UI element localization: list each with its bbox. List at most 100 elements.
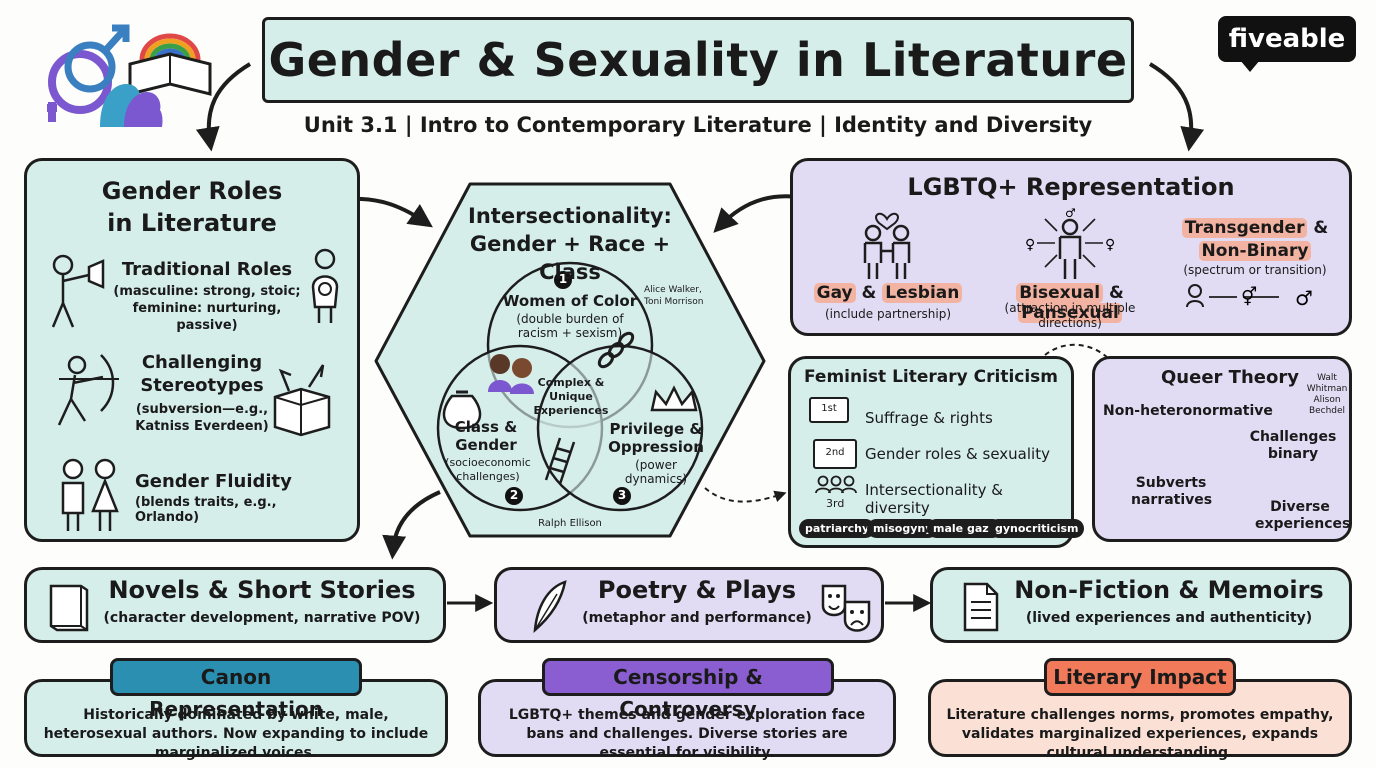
women-of-color-title: Women of Color <box>502 292 638 310</box>
feminist-title: Feminist Literary Criticism <box>803 367 1059 387</box>
poetry-desc: (metaphor and performance) <box>582 610 812 626</box>
amp-3: & <box>1313 218 1329 238</box>
svg-text:♀: ♀ <box>1105 237 1115 253</box>
intersection-center: Complex & Unique Experiences <box>533 376 609 417</box>
gender-fluidity-desc: (blends traits, e.g., Orlando) <box>135 495 277 525</box>
amp-1: & <box>861 283 877 303</box>
censorship-tag: Censorship & Controversy <box>542 658 834 721</box>
circle-1-number: 1 <box>558 272 568 286</box>
gay-label: Gay <box>813 283 856 303</box>
feminist-panel: Feminist Literary Criticism 1st Suffrage… <box>788 356 1085 548</box>
wave-3-text: Intersectionality & diversity <box>865 481 1003 517</box>
canon-title: Canon Representation <box>149 665 323 721</box>
brand-logo: fiveable <box>1218 16 1356 72</box>
arrow-inter-to-novels <box>382 490 441 560</box>
ralph-ellison-author: Ralph Ellison <box>538 518 602 529</box>
gay-lesbian-label: Gay & Lesbian <box>813 283 963 303</box>
svg-text:⚥: ⚥ <box>1241 286 1257 308</box>
canon-text: Historically dominated by white, male, h… <box>43 707 429 761</box>
book-icon <box>45 580 93 638</box>
non-binary-label: Non-Binary <box>1198 241 1312 261</box>
poetry-box: Poetry & Plays (metaphor and performance… <box>494 567 884 643</box>
women-of-color-authors: Alice Walker, Toni Morrison <box>644 285 704 307</box>
poetry-title: Poetry & Plays <box>597 576 797 604</box>
censorship-title: Censorship & Controversy <box>613 665 763 721</box>
bisexual-label: Bisexual <box>1016 283 1104 303</box>
queer-theory-panel: Queer Theory Walt Whitman Alison Bechdel… <box>1092 356 1352 542</box>
tag-gynocriticism: gynocriticism <box>989 519 1085 538</box>
privilege-oppression-desc: (power dynamics) <box>624 458 688 486</box>
gender-roles-title: Gender Roles in Literature <box>101 177 283 237</box>
censorship-text: LGBTQ+ themes and gender exploration fac… <box>508 707 866 761</box>
queer-theory-title: Queer Theory <box>1161 367 1299 388</box>
impact-panel: Literature challenges norms, promotes em… <box>928 679 1352 761</box>
pansexual-label: Pansexual <box>1018 303 1122 323</box>
tag-misogyny: misogyny <box>867 519 939 538</box>
class-gender-desc: (socioeconomic challenges) <box>445 456 531 483</box>
archer-icon <box>45 351 123 435</box>
wave-2-text: Gender roles & sexuality <box>865 445 1050 463</box>
nonfiction-title: Non-Fiction & Memoirs <box>1014 576 1324 604</box>
wave-2-badge: 2nd <box>825 447 845 458</box>
svg-text:♂: ♂ <box>1295 286 1313 310</box>
nonfiction-box: Non-Fiction & Memoirs (lived experiences… <box>930 567 1352 643</box>
challenging-stereotypes-desc: (subversion—e.g., Katniss Everdeen) <box>135 402 269 434</box>
queer-step-4: Diverse experiences <box>1255 499 1351 532</box>
trans-nb-label: Transgender & Non-Binary <box>1177 217 1333 263</box>
title-banner: Gender & Sexuality in Literature <box>262 17 1134 103</box>
lgbtq-panel: LGBTQ+ Representation Gay & Lesbian (inc… <box>790 158 1352 336</box>
traditional-roles-icon <box>43 251 113 335</box>
women-of-color-desc: (double burden of racism + sexism) <box>516 312 624 340</box>
traditional-roles-heading: Traditional Roles <box>121 259 293 280</box>
wave-1-badge-icon: 1st <box>809 397 849 423</box>
amp-2: & <box>1108 283 1124 303</box>
wave-2-badge-icon: 2nd <box>813 439 857 469</box>
traditional-roles-caregiver-icon <box>305 247 345 331</box>
breaking-box-icon <box>267 361 337 441</box>
tag-patriarchy: patriarchy <box>799 519 876 538</box>
quill-icon <box>527 578 571 638</box>
wave-3-badge: 3rd <box>826 497 845 510</box>
wave-3-group-icon <box>811 475 861 499</box>
svg-text:♂: ♂ <box>1065 207 1076 220</box>
privilege-oppression-title: Privilege & Oppression <box>608 420 704 456</box>
tag-male-gaze: male gaze <box>927 519 1003 538</box>
brand-tail-icon <box>1240 60 1260 72</box>
header-logo-icon <box>22 12 212 142</box>
impact-text: Literature challenges norms, promotes em… <box>946 707 1334 761</box>
intersectionality-hexagon <box>374 182 766 538</box>
wave-1-badge: 1st <box>821 403 837 414</box>
lesbian-label: Lesbian <box>882 283 963 303</box>
traditional-roles-desc: (masculine: strong, stoic; feminine: nur… <box>113 284 301 333</box>
queer-step-3: Subverts narratives <box>1131 475 1213 508</box>
trans-nb-desc: (spectrum or transition) <box>1183 263 1327 277</box>
nonfiction-desc: (lived experiences and authenticity) <box>1025 610 1313 626</box>
gay-lesbian-desc: (include partnership) <box>825 307 951 321</box>
circle-2-number: 2 <box>509 488 519 502</box>
intersectionality-title: Intersectionality: Gender + Race + Class <box>468 204 672 284</box>
ladder-icon <box>544 437 576 485</box>
canon-tag: Canon Representation <box>110 658 362 721</box>
page-subtitle: Unit 3.1 | Intro to Contemporary Literat… <box>303 113 1093 137</box>
challenging-stereotypes-heading: Challenging Stereotypes <box>140 352 264 396</box>
bi-pan-desc: (attraction in multiple directions) <box>1004 301 1136 330</box>
money-bag-icon <box>442 390 482 430</box>
crown-icon <box>650 385 698 412</box>
transgender-label: Transgender <box>1181 218 1308 238</box>
theater-masks-icon <box>819 580 875 640</box>
class-gender-title: Class & Gender <box>454 418 518 454</box>
gender-fluidity-heading: Gender Fluidity <box>135 471 292 492</box>
bi-pan-arrows-icon: ♀ ♀ ♂ <box>1015 206 1125 285</box>
chain-icon <box>597 331 635 369</box>
queer-step-2: Challenges binary <box>1249 429 1337 462</box>
novels-title: Novels & Short Stories <box>108 576 416 604</box>
svg-text:♀: ♀ <box>1025 237 1035 253</box>
novels-box: Novels & Short Stories (character develo… <box>24 567 446 643</box>
bi-pan-label: Bisexual & Pansexual <box>975 283 1165 323</box>
lgbtq-title: LGBTQ+ Representation <box>907 173 1235 201</box>
arrow-inter-to-feminist <box>704 487 787 503</box>
circle-3-number: 3 <box>617 488 627 502</box>
gender-roles-panel: Gender Roles in Literature Traditional R… <box>24 158 360 542</box>
wave-1-text: Suffrage & rights <box>865 409 993 427</box>
queer-theory-authors: Walt Whitman Alison Bechdel <box>1306 373 1348 416</box>
